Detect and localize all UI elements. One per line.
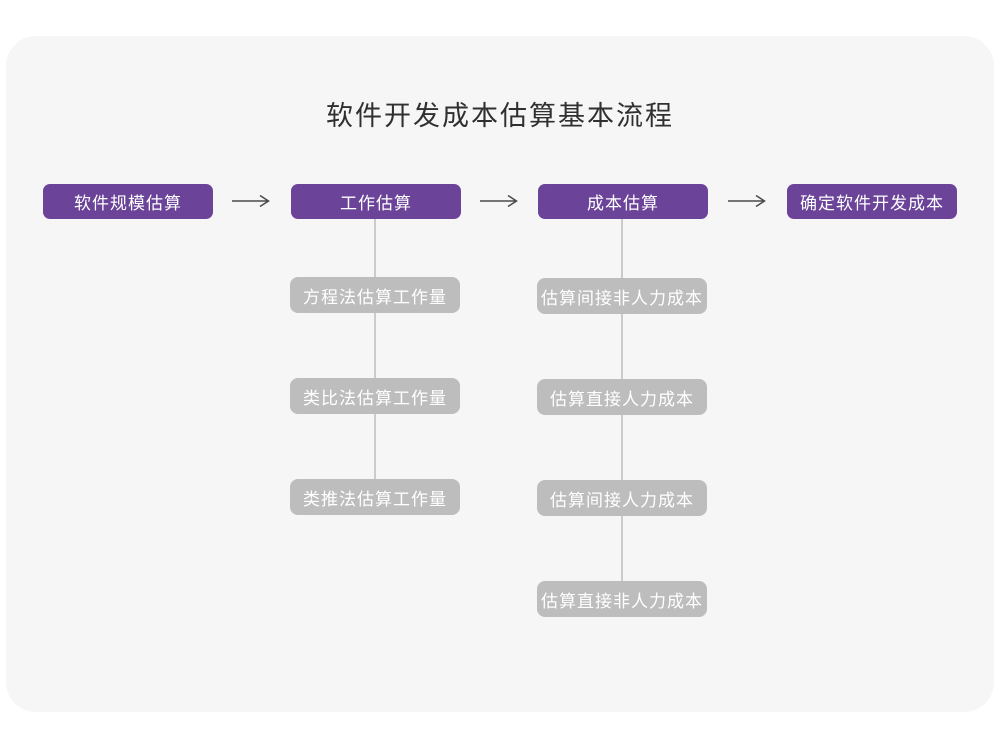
- diagram-card-background: [6, 36, 994, 712]
- diagram-title: 软件开发成本估算基本流程: [326, 101, 674, 131]
- sub-node-analogy-method: 类比法估算工作量: [290, 378, 460, 414]
- stage-node-software-scale-estimation: 软件规模估算: [43, 184, 213, 219]
- stage-node-cost-estimation: 成本估算: [538, 184, 708, 219]
- sub-node-direct-labor-cost: 估算直接人力成本: [537, 379, 707, 415]
- stage-node-determine-development-cost: 确定软件开发成本: [787, 184, 957, 219]
- stage-node-work-estimation: 工作估算: [291, 184, 461, 219]
- sub-node-extrapolation-method: 类推法估算工作量: [290, 479, 460, 515]
- right-arrow-icon: [480, 194, 518, 208]
- sub-node-direct-nonlabor-cost: 估算直接非人力成本: [537, 581, 707, 617]
- sub-node-equation-method: 方程法估算工作量: [290, 277, 460, 313]
- right-arrow-icon: [728, 194, 766, 208]
- sub-node-indirect-labor-cost: 估算间接人力成本: [537, 480, 707, 516]
- right-arrow-icon: [232, 194, 270, 208]
- sub-node-indirect-nonlabor-cost: 估算间接非人力成本: [537, 278, 707, 314]
- connector-line-work-estimation: [374, 219, 376, 481]
